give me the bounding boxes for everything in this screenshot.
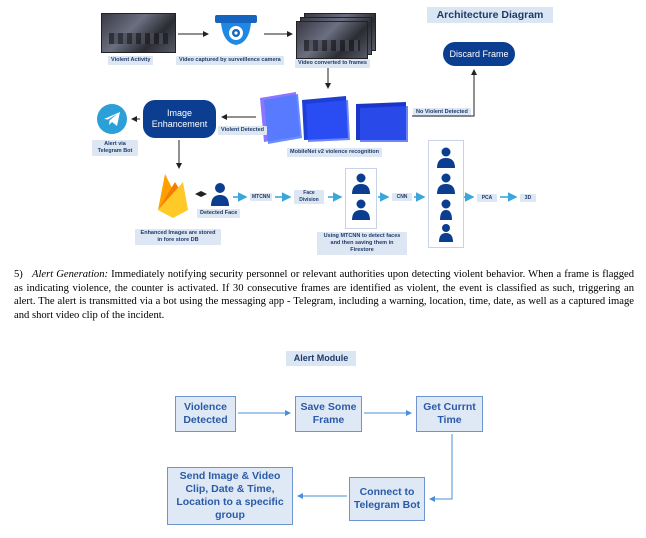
send-group-text: Send Image & Video Clip, Date & Time, Lo… [176, 470, 284, 521]
detected-face-label: Detected Face [197, 209, 241, 218]
connect-bot-text: Connect to Telegram Bot [353, 486, 421, 511]
discard-frame-node: Discard Frame [443, 42, 515, 66]
architecture-title: Architecture Diagram [427, 7, 553, 23]
cnn-persons [437, 147, 455, 242]
frame-stack-front [296, 21, 368, 59]
get-time-text: Get Currnt Time [423, 401, 476, 426]
firebase-icon [158, 174, 188, 218]
video-converted-label: Video converted to frames [295, 59, 370, 68]
video-captured-label: Video captured by surveillence camera [176, 56, 284, 65]
section-title: Alert Generation: [32, 269, 109, 280]
image-enhancement-node: Image Enhancement [143, 100, 216, 138]
violent-activity-label: Violent Activity [108, 56, 154, 65]
violence-detected-text: Violence Detected [183, 401, 228, 426]
section-body: Immediately notifying security personnel… [14, 269, 634, 322]
image-enhancement-label: Image Enhancement [151, 108, 208, 129]
violent-activity-image [101, 13, 176, 53]
section-number: 5) [14, 269, 23, 280]
get-time-box: Get Currnt Time [416, 396, 483, 432]
person-icon [211, 183, 229, 206]
surveillance-camera-icon [215, 15, 257, 45]
connect-bot-box: Connect to Telegram Bot [349, 477, 425, 521]
no-violent-detected-label: No Violent Detected [413, 108, 471, 117]
mobilenet-visual [260, 92, 408, 144]
pca-label: PCA [477, 194, 497, 202]
violent-detected-label: Violent Detected [218, 126, 267, 135]
alert-via-telegram-label: Alert via Telegram Bot [92, 140, 138, 156]
alert-module-title: Alert Module [286, 351, 356, 366]
architecture-arrows [131, 31, 518, 202]
alert-generation-paragraph: 5) Alert Generation: Immediately notifyin… [14, 268, 634, 323]
enhanced-images-label: Enhanced Images are stored in fore store… [135, 229, 221, 245]
three-d-label: 3D [520, 194, 536, 202]
cnn-label: CNN [392, 193, 412, 201]
violence-detected-box: Violence Detected [175, 396, 236, 432]
face-division-persons [352, 173, 370, 220]
save-frame-box: Save Some Frame [295, 396, 362, 432]
mtcnn-note-label: Using MTCNN to detect faces and then sav… [317, 232, 407, 255]
telegram-icon [97, 104, 127, 134]
face-division-label: Face Division [294, 190, 324, 204]
send-group-box: Send Image & Video Clip, Date & Time, Lo… [167, 467, 293, 525]
save-frame-text: Save Some Frame [300, 401, 357, 426]
mtcnn-label: MTCNN [250, 193, 272, 201]
mobilenet-label: MobileNet v2 violence recognition [287, 148, 382, 157]
